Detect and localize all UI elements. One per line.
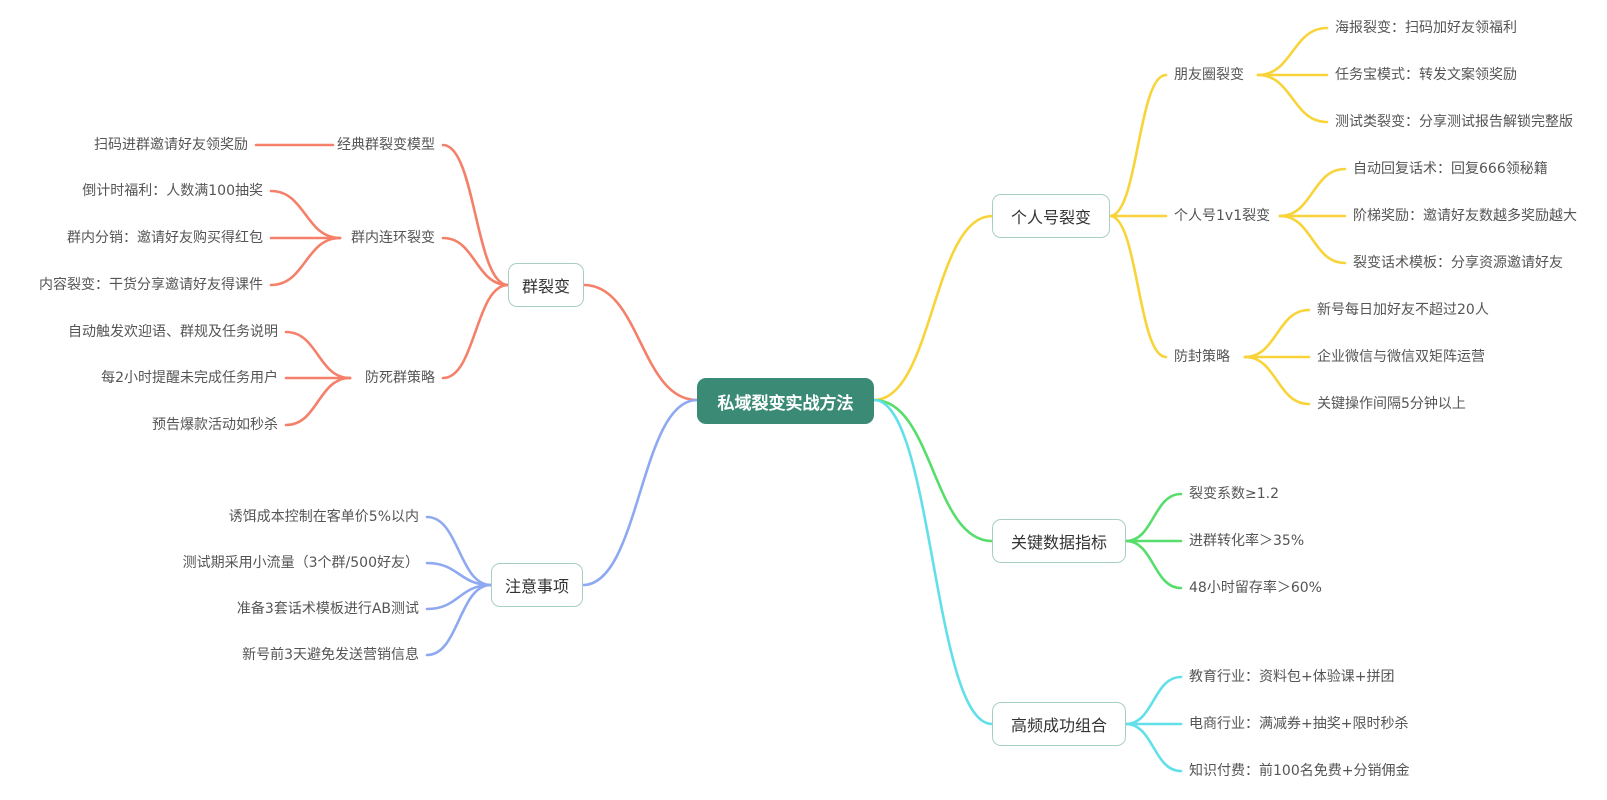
leaf-48h-retention[interactable]: 48小时留存率＞60% (1189, 580, 1322, 596)
edge-personal-leaf-0-0 (1256, 26, 1329, 77)
edge-personal-leaf-1-2 (1278, 214, 1347, 265)
sub-anti-dead-group[interactable]: 防死群策略 (365, 370, 435, 386)
edge-root-combos (872, 398, 994, 726)
root-topic[interactable]: 私域裂变实战方法 (697, 378, 874, 424)
edge-group-classic (441, 143, 510, 287)
edge-root-personal (872, 214, 994, 402)
leaf-small-traffic-test[interactable]: 测试期采用小流量（3个群/500好友） (182, 555, 419, 571)
leaf-countdown-welfare[interactable]: 倒计时福利：人数满100抽奖 (82, 183, 263, 199)
branch-key-metrics[interactable]: 关键数据指标 (992, 519, 1126, 563)
leaf-auto-welcome[interactable]: 自动触发欢迎语、群规及任务说明 (68, 324, 278, 340)
edge-group-leaf-1-0 (269, 189, 342, 240)
edge-group-leaf-1-2 (269, 236, 342, 287)
branch-group-fission[interactable]: 群裂变 (508, 263, 584, 307)
leaf-bait-cost[interactable]: 诱饵成本控制在客单价5%以内 (228, 509, 419, 525)
leaf-ecommerce-combo[interactable]: 电商行业：满减券+抽奖+限时秒杀 (1189, 716, 1409, 732)
leaf-tiered-reward[interactable]: 阶梯奖励：邀请好友数越多奖励越大 (1353, 208, 1577, 224)
leaf-operation-interval[interactable]: 关键操作间隔5分钟以上 (1317, 396, 1466, 412)
sub-moments-fission[interactable]: 朋友圈裂变 (1174, 67, 1244, 83)
edge-combos-leaf-2 (1124, 722, 1183, 773)
edge-root-group (582, 283, 699, 402)
leaf-task-mode[interactable]: 任务宝模式：转发文案领奖励 (1335, 67, 1517, 83)
leaf-2h-reminder[interactable]: 每2小时提醒未完成任务用户 (101, 370, 278, 386)
edge-notes-leaf-0 (425, 515, 493, 587)
leaf-fission-script[interactable]: 裂变话术模板：分享资源邀请好友 (1353, 255, 1563, 271)
leaf-hot-preview[interactable]: 预告爆款活动如秒杀 (152, 417, 278, 433)
leaf-education-combo[interactable]: 教育行业：资料包+体验课+拼团 (1189, 669, 1395, 685)
branch-success-combos[interactable]: 高频成功组合 (992, 702, 1126, 746)
edge-notes-leaf-3 (425, 583, 493, 657)
leaf-fission-coefficient[interactable]: 裂变系数≥1.2 (1189, 486, 1279, 502)
branch-notes[interactable]: 注意事项 (491, 563, 583, 607)
leaf-scan-join-group[interactable]: 扫码进群邀请好友领奖励 (94, 137, 248, 153)
edge-root-metrics (872, 398, 994, 543)
edge-personal-moments (1108, 73, 1168, 218)
edge-group-anti-dead (441, 283, 510, 380)
sub-anti-ban-strategy[interactable]: 防封策略 (1174, 349, 1230, 365)
leaf-daily-friend-limit[interactable]: 新号每日加好友不超过20人 (1317, 302, 1489, 318)
edge-personal-leaf-2-0 (1243, 308, 1311, 359)
sub-classic-group-model[interactable]: 经典群裂变模型 (337, 137, 435, 153)
leaf-group-conversion[interactable]: 进群转化率＞35% (1189, 533, 1305, 549)
branch-personal-account-fission[interactable]: 个人号裂变 (992, 194, 1110, 238)
edge-personal-leaf-1-0 (1278, 167, 1347, 218)
edge-metrics-leaf-0 (1124, 492, 1183, 543)
edge-metrics-leaf-2 (1124, 539, 1183, 590)
leaf-test-fission[interactable]: 测试类裂变：分享测试报告解锁完整版 (1335, 114, 1573, 130)
edge-personal-anti-ban (1108, 214, 1168, 359)
edge-personal-leaf-2-2 (1243, 355, 1311, 406)
leaf-poster-fission[interactable]: 海报裂变：扫码加好友领福利 (1335, 20, 1517, 36)
edge-group-leaf-2-0 (284, 330, 352, 380)
leaf-ab-test[interactable]: 准备3套话术模板进行AB测试 (236, 601, 419, 617)
edge-group-chain (441, 236, 510, 287)
sub-chain-fission[interactable]: 群内连环裂变 (351, 230, 435, 246)
edge-combos-leaf-0 (1124, 675, 1183, 726)
leaf-group-distribution[interactable]: 群内分销：邀请好友购买得红包 (67, 230, 263, 246)
sub-1v1-fission[interactable]: 个人号1v1裂变 (1174, 208, 1271, 224)
edge-root-notes (581, 398, 699, 587)
leaf-knowledge-combo[interactable]: 知识付费：前100名免费+分销佣金 (1189, 763, 1410, 779)
leaf-dual-matrix[interactable]: 企业微信与微信双矩阵运营 (1317, 349, 1485, 365)
leaf-content-fission[interactable]: 内容裂变：干货分享邀请好友得课件 (39, 277, 263, 293)
edge-personal-leaf-0-2 (1256, 73, 1329, 124)
leaf-auto-reply[interactable]: 自动回复话术：回复666领秘籍 (1353, 161, 1548, 177)
leaf-new-account-silence[interactable]: 新号前3天避免发送营销信息 (242, 647, 419, 663)
edge-group-leaf-2-2 (284, 376, 352, 427)
